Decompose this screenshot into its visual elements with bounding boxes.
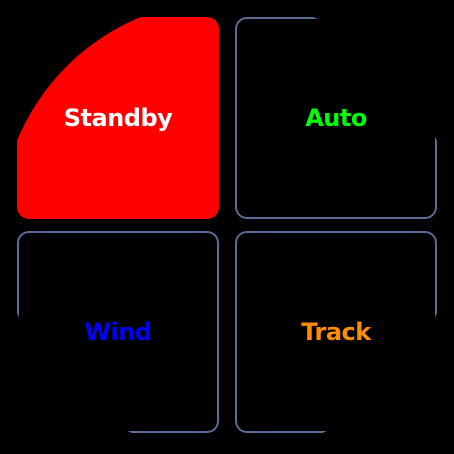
mode-label-auto: Auto [305, 104, 367, 132]
mode-button-standby[interactable]: Standby [17, 17, 219, 219]
mode-label-standby: Standby [63, 104, 173, 132]
mode-button-track[interactable]: Track [235, 231, 437, 433]
mode-button-wind[interactable]: Wind [17, 231, 219, 433]
mode-label-wind: Wind [84, 318, 152, 346]
mode-label-track: Track [301, 318, 371, 346]
mode-button-auto[interactable]: Auto [235, 17, 437, 219]
